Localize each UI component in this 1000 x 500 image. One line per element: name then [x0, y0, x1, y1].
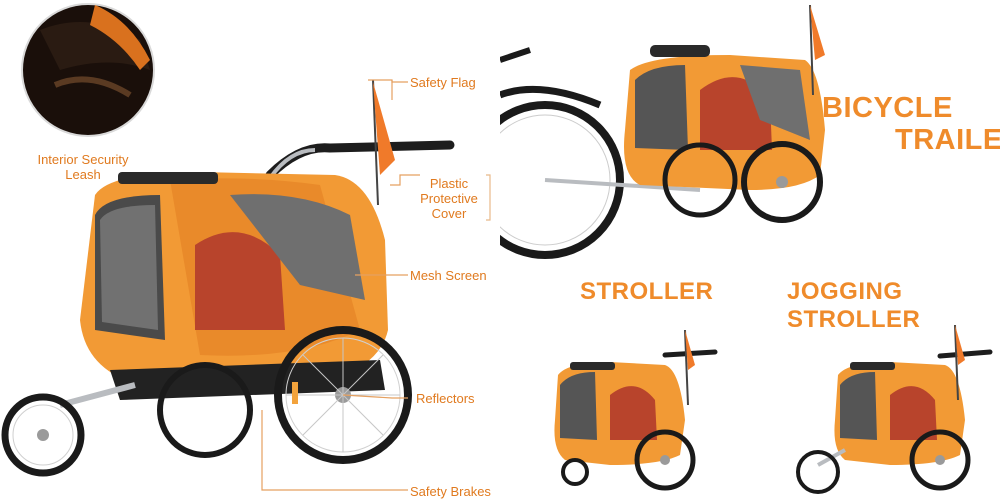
callout-lines [261, 79, 491, 491]
feature-diagram-panel: Interior Security Leash Safety Flag Plas… [1, 3, 491, 499]
usage-modes-panel: BICYCLE TRAILER STROLLER JOGGING STROLLE… [500, 0, 1000, 500]
bicycle-heading: BICYCLE [822, 92, 953, 124]
stroller-image [554, 329, 718, 491]
plastic-cover-label: Plastic Protective Cover [420, 176, 478, 221]
stroller-heading: STROLLER [580, 278, 714, 305]
modes-illustration [500, 4, 993, 494]
main-trailer [1, 79, 455, 477]
safety-brakes-label: Safety Brakes [410, 484, 491, 499]
interior-leash-label: Interior Security Leash [37, 152, 129, 182]
safety-flag-label: Safety Flag [410, 75, 476, 90]
jogging-stroller-heading: JOGGING STROLLER [787, 278, 921, 333]
leash-detail-inset [21, 3, 155, 137]
mesh-screen-label: Mesh Screen [410, 268, 487, 283]
jogging-stroller-image [796, 324, 993, 494]
reflectors-label: Reflectors [416, 391, 475, 406]
trailer-heading: TRAILER [895, 124, 1000, 156]
bicycle-trailer-image [500, 4, 825, 259]
trailer-illustration [1, 3, 491, 491]
